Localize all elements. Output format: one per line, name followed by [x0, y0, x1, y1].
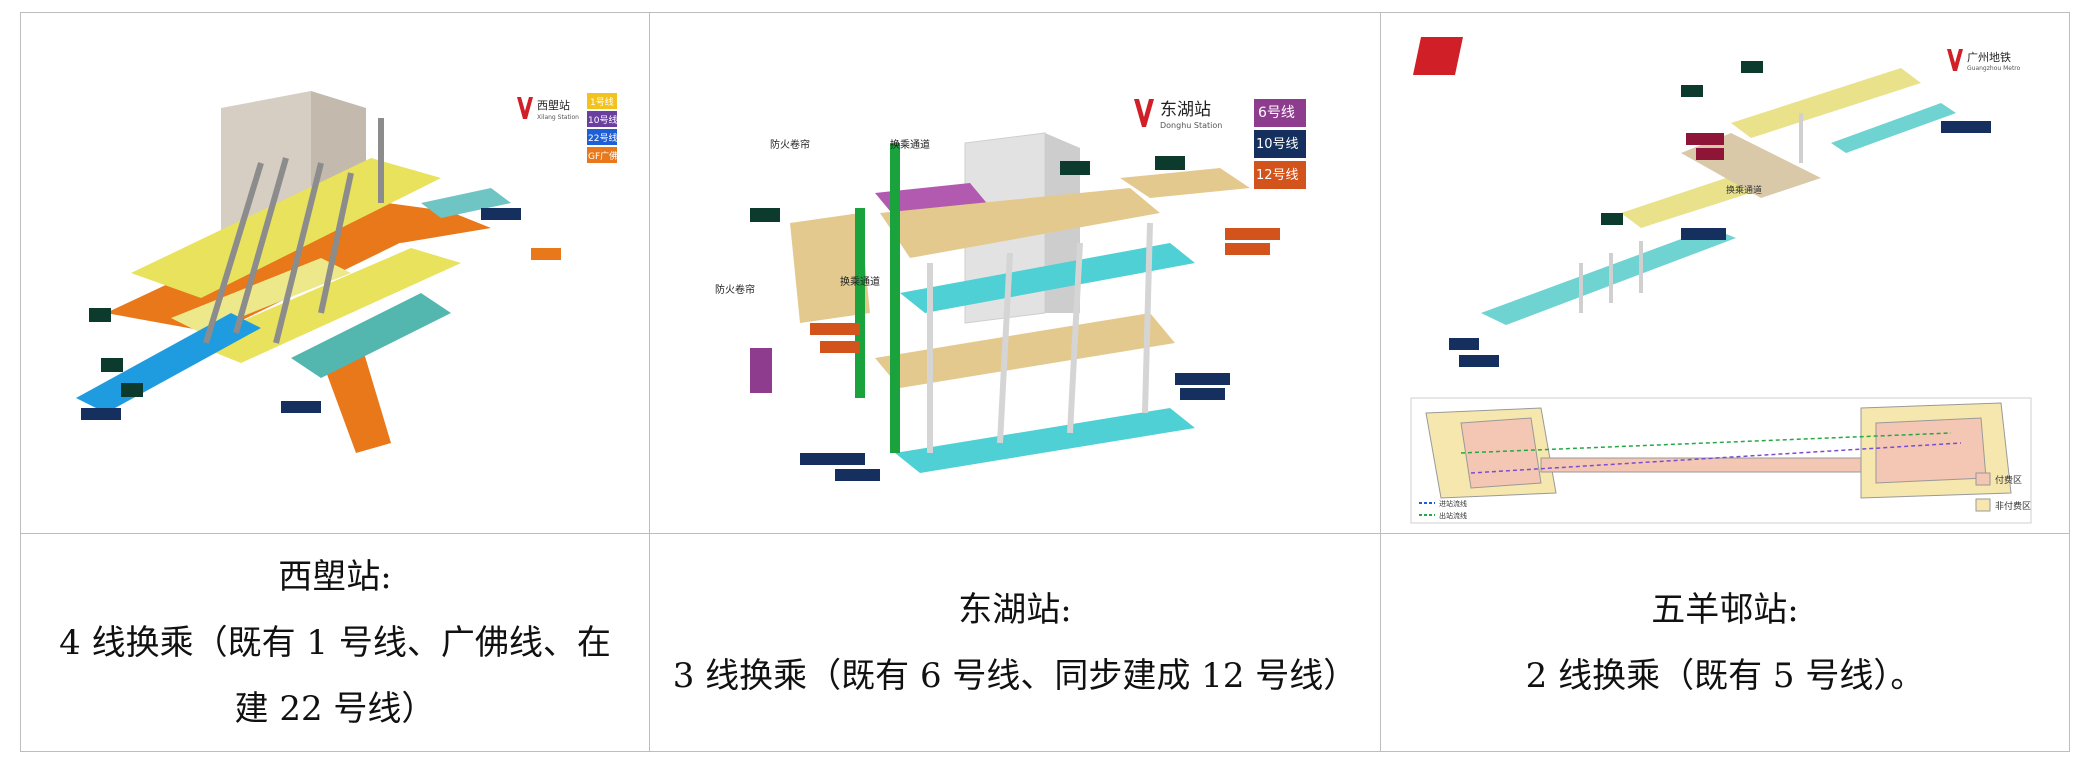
donghu-station-diagram: 防火卷帘 换乘通道 换乘通道 防火卷帘: [715, 99, 1306, 481]
wuyangcun-diagram-cell: 广州地铁 Guangzhou Metro: [1380, 12, 2070, 534]
annotation-fire-shutter-left: 防火卷帘: [715, 283, 755, 296]
line-badge-6: [1254, 99, 1306, 127]
xilang-caption-line1: 4 线换乘（既有 1 号线、广佛线、在: [59, 622, 611, 663]
line-badge-gf: [587, 147, 617, 163]
line-badge-22: [587, 129, 617, 145]
annotation-transfer-corridor-mid: 换乘通道: [840, 275, 880, 288]
xilang-station-label-en: Xilang Station: [537, 114, 579, 121]
legend-outbound-flow: 出站流线: [1439, 511, 1467, 520]
xilang-caption-line2: 建 22 号线）: [234, 688, 436, 729]
legend-inbound-flow: 进站流线: [1439, 499, 1467, 508]
floor-plan: [1410, 397, 2032, 524]
wuyangcun-station-diagram: 广州地铁 Guangzhou Metro: [1410, 37, 2032, 524]
green-column: [855, 208, 865, 398]
brand-name-en: Guangzhou Metro: [1967, 65, 2021, 72]
xilang-station-diagram: 西塱站 Xilang Station 1号线 10号线 22号线 GF广佛: [76, 91, 618, 453]
line-badge-gf-text: GF广佛: [588, 150, 618, 162]
annotation-fire-shutter-top: 防火卷帘: [770, 138, 810, 151]
legend-unpaid-swatch: [1975, 498, 1991, 512]
xilang-caption-cell: 西塱站: 4 线换乘（既有 1 号线、广佛线、在 建 22 号线）: [20, 533, 650, 752]
line-badge-1: [587, 93, 617, 109]
xilang-diagram-cell: 西塱站 Xilang Station 1号线 10号线 22号线 GF广佛: [20, 12, 650, 534]
line-badge-12: [1254, 161, 1306, 189]
guangzhou-metro-logo-icon: [1134, 99, 1154, 127]
line-badge-1-text: 1号线: [590, 96, 614, 108]
guangzhou-metro-logo-icon: [1947, 49, 1963, 71]
wuyangcun-caption-line1: 2 线换乘（既有 5 号线）。: [1525, 655, 1925, 696]
legend-unpaid: 非付费区: [1995, 500, 2031, 512]
line-badge-22-text: 22号线: [588, 132, 617, 144]
xilang-station-label: 西塱站: [537, 98, 570, 112]
red-logo-block: [1413, 37, 1463, 75]
line-badge-12-text: 12号线: [1256, 168, 1299, 183]
donghu-diagram-cell: 防火卷帘 换乘通道 换乘通道 防火卷帘: [649, 12, 1381, 534]
wuyangcun-caption-cell: 五羊邨站: 2 线换乘（既有 5 号线）。: [1380, 533, 2070, 752]
donghu-caption-line1: 3 线换乘（既有 6 号线、同步建成 12 号线）: [672, 655, 1358, 696]
line-badge-10-text: 10号线: [1256, 137, 1299, 152]
donghu-station-label: 东湖站: [1160, 100, 1211, 120]
guangzhou-metro-logo-icon: [517, 97, 533, 119]
donghu-caption-title: 东湖站:: [958, 589, 1072, 630]
annotation-transfer-corridor-top: 换乘通道: [890, 138, 930, 151]
line-badge-10: [587, 111, 617, 127]
line-badge-10-text: 10号线: [588, 114, 617, 126]
station-comparison-table: 西塱站 Xilang Station 1号线 10号线 22号线 GF广佛: [20, 12, 2070, 752]
annotation-transfer-corridor: 换乘通道: [1726, 184, 1762, 196]
line-badge-10: [1254, 130, 1306, 158]
donghu-station-label-en: Donghu Station: [1160, 121, 1222, 130]
donghu-caption-cell: 东湖站: 3 线换乘（既有 6 号线、同步建成 12 号线）: [649, 533, 1381, 752]
line-badge-6-text: 6号线: [1258, 105, 1295, 121]
legend-paid-swatch: [1975, 472, 1991, 486]
wuyangcun-caption-title: 五羊邨站:: [1651, 589, 1799, 630]
brand-name: 广州地铁: [1967, 51, 2011, 64]
green-column: [890, 143, 900, 453]
xilang-caption-title: 西塱站:: [278, 556, 392, 597]
legend-paid: 付费区: [1995, 474, 2022, 486]
